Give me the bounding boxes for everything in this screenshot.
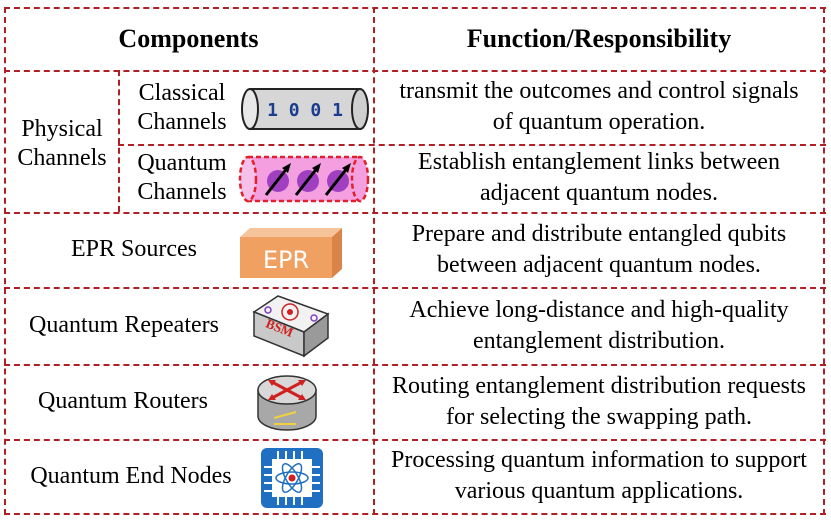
quantum-routers-label: Quantum Routers xyxy=(38,388,208,415)
border-routers-bottom xyxy=(4,439,826,441)
border-epr-bottom xyxy=(4,287,826,289)
physical-channels-label: Physical Channels xyxy=(17,115,107,171)
header-function: Function/Responsibility xyxy=(466,23,732,53)
border-repeaters-bottom xyxy=(4,364,826,366)
components-table: Components Function/Responsibility Physi… xyxy=(4,7,826,515)
quantum-repeaters-function: Achieve long-distance and high-quality e… xyxy=(409,296,789,354)
border-left xyxy=(4,7,6,515)
quantum-end-nodes-label: Quantum End Nodes xyxy=(30,463,232,490)
quantum-chip-icon xyxy=(261,448,323,508)
quantum-channels-label: Quantum Channels xyxy=(137,149,227,205)
border-middle xyxy=(373,7,375,515)
border-top xyxy=(4,7,826,9)
router-icon xyxy=(257,375,317,431)
quantum-channel-tube-icon xyxy=(238,155,370,203)
quantum-repeaters-label: Quantum Repeaters xyxy=(29,312,219,339)
border-right xyxy=(823,7,825,515)
epr-text: EPR xyxy=(263,246,309,274)
quantum-end-nodes-function: Processing quantum information to suppor… xyxy=(391,447,807,504)
header-components: Components xyxy=(118,23,259,53)
epr-sources-label: EPR Sources xyxy=(71,236,197,263)
border-physical-bottom xyxy=(4,212,826,214)
border-classical-bottom xyxy=(118,144,826,146)
epr-sources-function: Prepare and distribute entangled qubits … xyxy=(411,220,787,278)
qubit-icon xyxy=(324,163,351,196)
epr-block-icon: EPR xyxy=(240,228,342,278)
qubit-icon xyxy=(294,163,321,196)
border-physical-sub xyxy=(118,70,120,212)
classical-channel-tube-icon: 1 0 0 1 xyxy=(241,88,369,130)
bsm-repeater-icon: BSM xyxy=(252,295,330,358)
border-header-bottom xyxy=(4,70,826,72)
qubit-icon xyxy=(264,163,291,196)
border-bottom xyxy=(4,513,826,515)
classical-bits: 1 0 0 1 xyxy=(267,100,343,121)
classical-channels-function: transmit the outcomes and control signal… xyxy=(399,78,799,135)
quantum-routers-function: Routing entanglement distribution reques… xyxy=(392,372,806,430)
classical-channels-label: Classical Channels xyxy=(137,79,227,135)
quantum-channels-function: Establish entanglement links between adj… xyxy=(418,149,780,206)
